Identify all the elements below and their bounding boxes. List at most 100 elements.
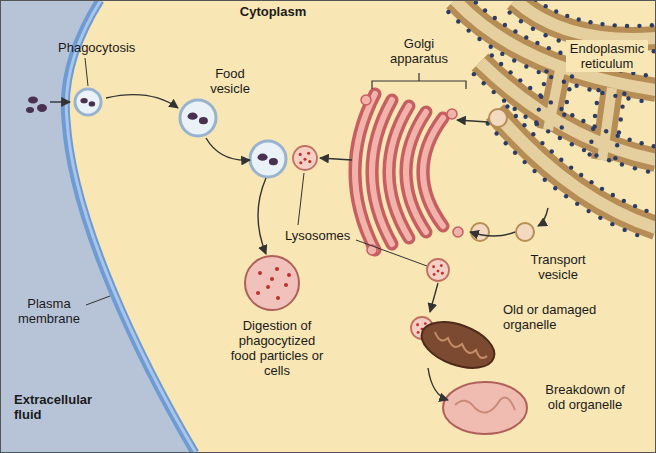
ribosome bbox=[650, 23, 654, 27]
ribosome bbox=[505, 104, 509, 108]
ribosome bbox=[537, 107, 541, 111]
ribosome bbox=[481, 81, 485, 85]
ribosome bbox=[586, 209, 590, 213]
ribosome bbox=[523, 115, 527, 119]
ribosome bbox=[622, 199, 626, 203]
transport-vesicle bbox=[489, 109, 507, 127]
enzyme-dot bbox=[299, 153, 302, 156]
ribosome bbox=[522, 160, 526, 164]
ribosome bbox=[620, 162, 624, 166]
enzyme-dot bbox=[424, 322, 427, 325]
particles bbox=[26, 97, 47, 114]
ribosome bbox=[625, 24, 629, 28]
ribosome bbox=[574, 84, 578, 88]
ribosome bbox=[613, 94, 617, 98]
label: Lysosomes bbox=[285, 228, 365, 243]
ribosome bbox=[622, 228, 626, 232]
ribosome bbox=[587, 152, 591, 156]
food-particle bbox=[89, 101, 96, 106]
ribosome bbox=[615, 143, 619, 147]
ribosome bbox=[503, 141, 507, 145]
ribosome bbox=[639, 141, 643, 145]
ribosome bbox=[528, 86, 532, 90]
food-particle bbox=[258, 154, 268, 161]
food-particle bbox=[199, 117, 208, 124]
ribosome bbox=[596, 88, 600, 92]
ribosome bbox=[499, 62, 503, 66]
enzyme-dot bbox=[433, 273, 436, 276]
food-particle bbox=[269, 158, 278, 165]
ribosome bbox=[446, 10, 450, 14]
ribosome bbox=[558, 51, 562, 55]
ribosome bbox=[492, 90, 496, 94]
ribosome bbox=[559, 158, 563, 162]
transport-vesicle bbox=[516, 223, 534, 241]
ribosome bbox=[553, 186, 557, 190]
ribosome bbox=[622, 92, 626, 96]
ribosome bbox=[589, 180, 593, 184]
ribosome bbox=[600, 22, 604, 26]
ribosome bbox=[524, 35, 528, 39]
enzyme-dot bbox=[307, 152, 310, 155]
ribosome bbox=[532, 169, 536, 173]
golgi-lumen bbox=[423, 118, 443, 226]
ribosome bbox=[514, 114, 518, 118]
ribosome bbox=[604, 129, 608, 133]
ribosome bbox=[577, 17, 581, 21]
ribosome bbox=[593, 114, 597, 118]
ribosome bbox=[477, 37, 481, 41]
ribosome bbox=[611, 193, 615, 197]
ribosome bbox=[544, 69, 548, 73]
ribosome bbox=[633, 204, 637, 208]
ribosome bbox=[598, 216, 602, 220]
ribosome bbox=[531, 27, 535, 31]
ribosome bbox=[513, 151, 517, 155]
enzyme-dot bbox=[256, 291, 260, 295]
ribosome bbox=[536, 70, 540, 74]
ribosome bbox=[550, 149, 554, 153]
ribosome bbox=[565, 100, 569, 104]
transport-vesicle bbox=[471, 223, 489, 241]
enzyme-dot bbox=[275, 267, 279, 271]
ribosome bbox=[570, 142, 574, 146]
lysosome bbox=[293, 146, 317, 170]
enzyme-dot bbox=[416, 323, 419, 326]
ribosome bbox=[613, 23, 617, 27]
enzyme-dot bbox=[299, 161, 302, 164]
ribosome bbox=[483, 8, 487, 12]
food-vesicle bbox=[250, 141, 286, 177]
ribosome bbox=[543, 4, 547, 8]
ribosome bbox=[569, 165, 573, 169]
ribosome bbox=[513, 29, 517, 33]
ribosome bbox=[507, 10, 511, 14]
ribosome bbox=[610, 222, 614, 226]
ribosome bbox=[644, 73, 648, 77]
ribosome bbox=[613, 156, 617, 160]
ribosome bbox=[490, 53, 494, 57]
enzyme-dot bbox=[270, 277, 274, 281]
ribosome bbox=[502, 98, 506, 102]
golgi-bud bbox=[367, 245, 377, 255]
golgi-bud bbox=[453, 227, 463, 237]
vesicles bbox=[75, 89, 534, 420]
label: Digestion of phagocytized food particles… bbox=[228, 318, 326, 378]
leader-lines bbox=[85, 58, 427, 305]
ribosome bbox=[633, 166, 637, 170]
enzyme-dot bbox=[303, 158, 306, 161]
extracellular-region bbox=[0, 0, 196, 453]
ribosome bbox=[512, 58, 516, 62]
enzyme-dot bbox=[308, 160, 311, 163]
ribosome bbox=[542, 82, 546, 86]
ribosome bbox=[503, 23, 507, 27]
ribosome bbox=[522, 123, 526, 127]
ribosome bbox=[531, 132, 535, 136]
label: Food vesicle bbox=[205, 66, 255, 96]
ribosome bbox=[600, 91, 604, 95]
ribosome bbox=[579, 173, 583, 177]
label: Golgi apparatus bbox=[380, 36, 458, 66]
ribosome bbox=[556, 38, 560, 42]
food-particle bbox=[188, 113, 198, 120]
ribosome bbox=[575, 202, 579, 206]
